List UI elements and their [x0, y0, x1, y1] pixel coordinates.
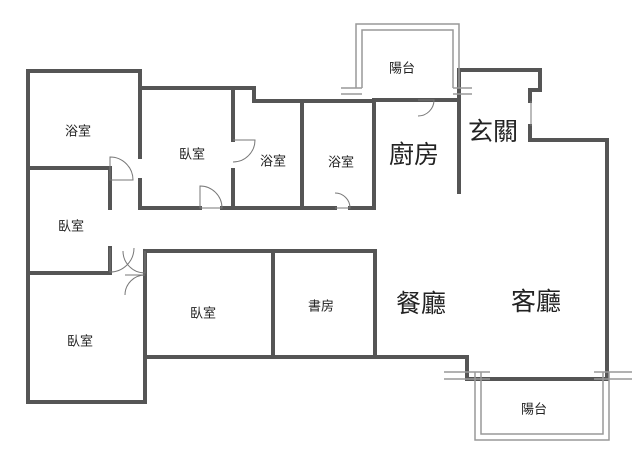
bedroom-1-label: 臥室: [178, 146, 206, 162]
balcony-top-outline: [341, 23, 472, 95]
balcony-bottom-label: 陽台: [520, 401, 548, 417]
bath-1-label: 浴室: [64, 123, 92, 139]
bedroom-3-label: 臥室: [189, 305, 217, 321]
bath-3-label: 浴室: [327, 154, 355, 170]
dining-label: 餐廳: [395, 290, 447, 318]
outer-walls: [26, 68, 609, 404]
entrance-label: 玄關: [467, 118, 519, 146]
balcony-bottom-outline: [444, 371, 632, 441]
bedroom-4-label: 臥室: [66, 333, 94, 349]
balcony-top-label: 陽台: [388, 60, 416, 76]
study-label: 書房: [307, 298, 335, 314]
kitchen-label: 廚房: [388, 141, 440, 169]
bedroom-2-label: 臥室: [57, 218, 85, 234]
bath-2-label: 浴室: [259, 153, 287, 169]
door-swings: [109, 99, 532, 296]
living-label: 客廳: [510, 288, 562, 316]
